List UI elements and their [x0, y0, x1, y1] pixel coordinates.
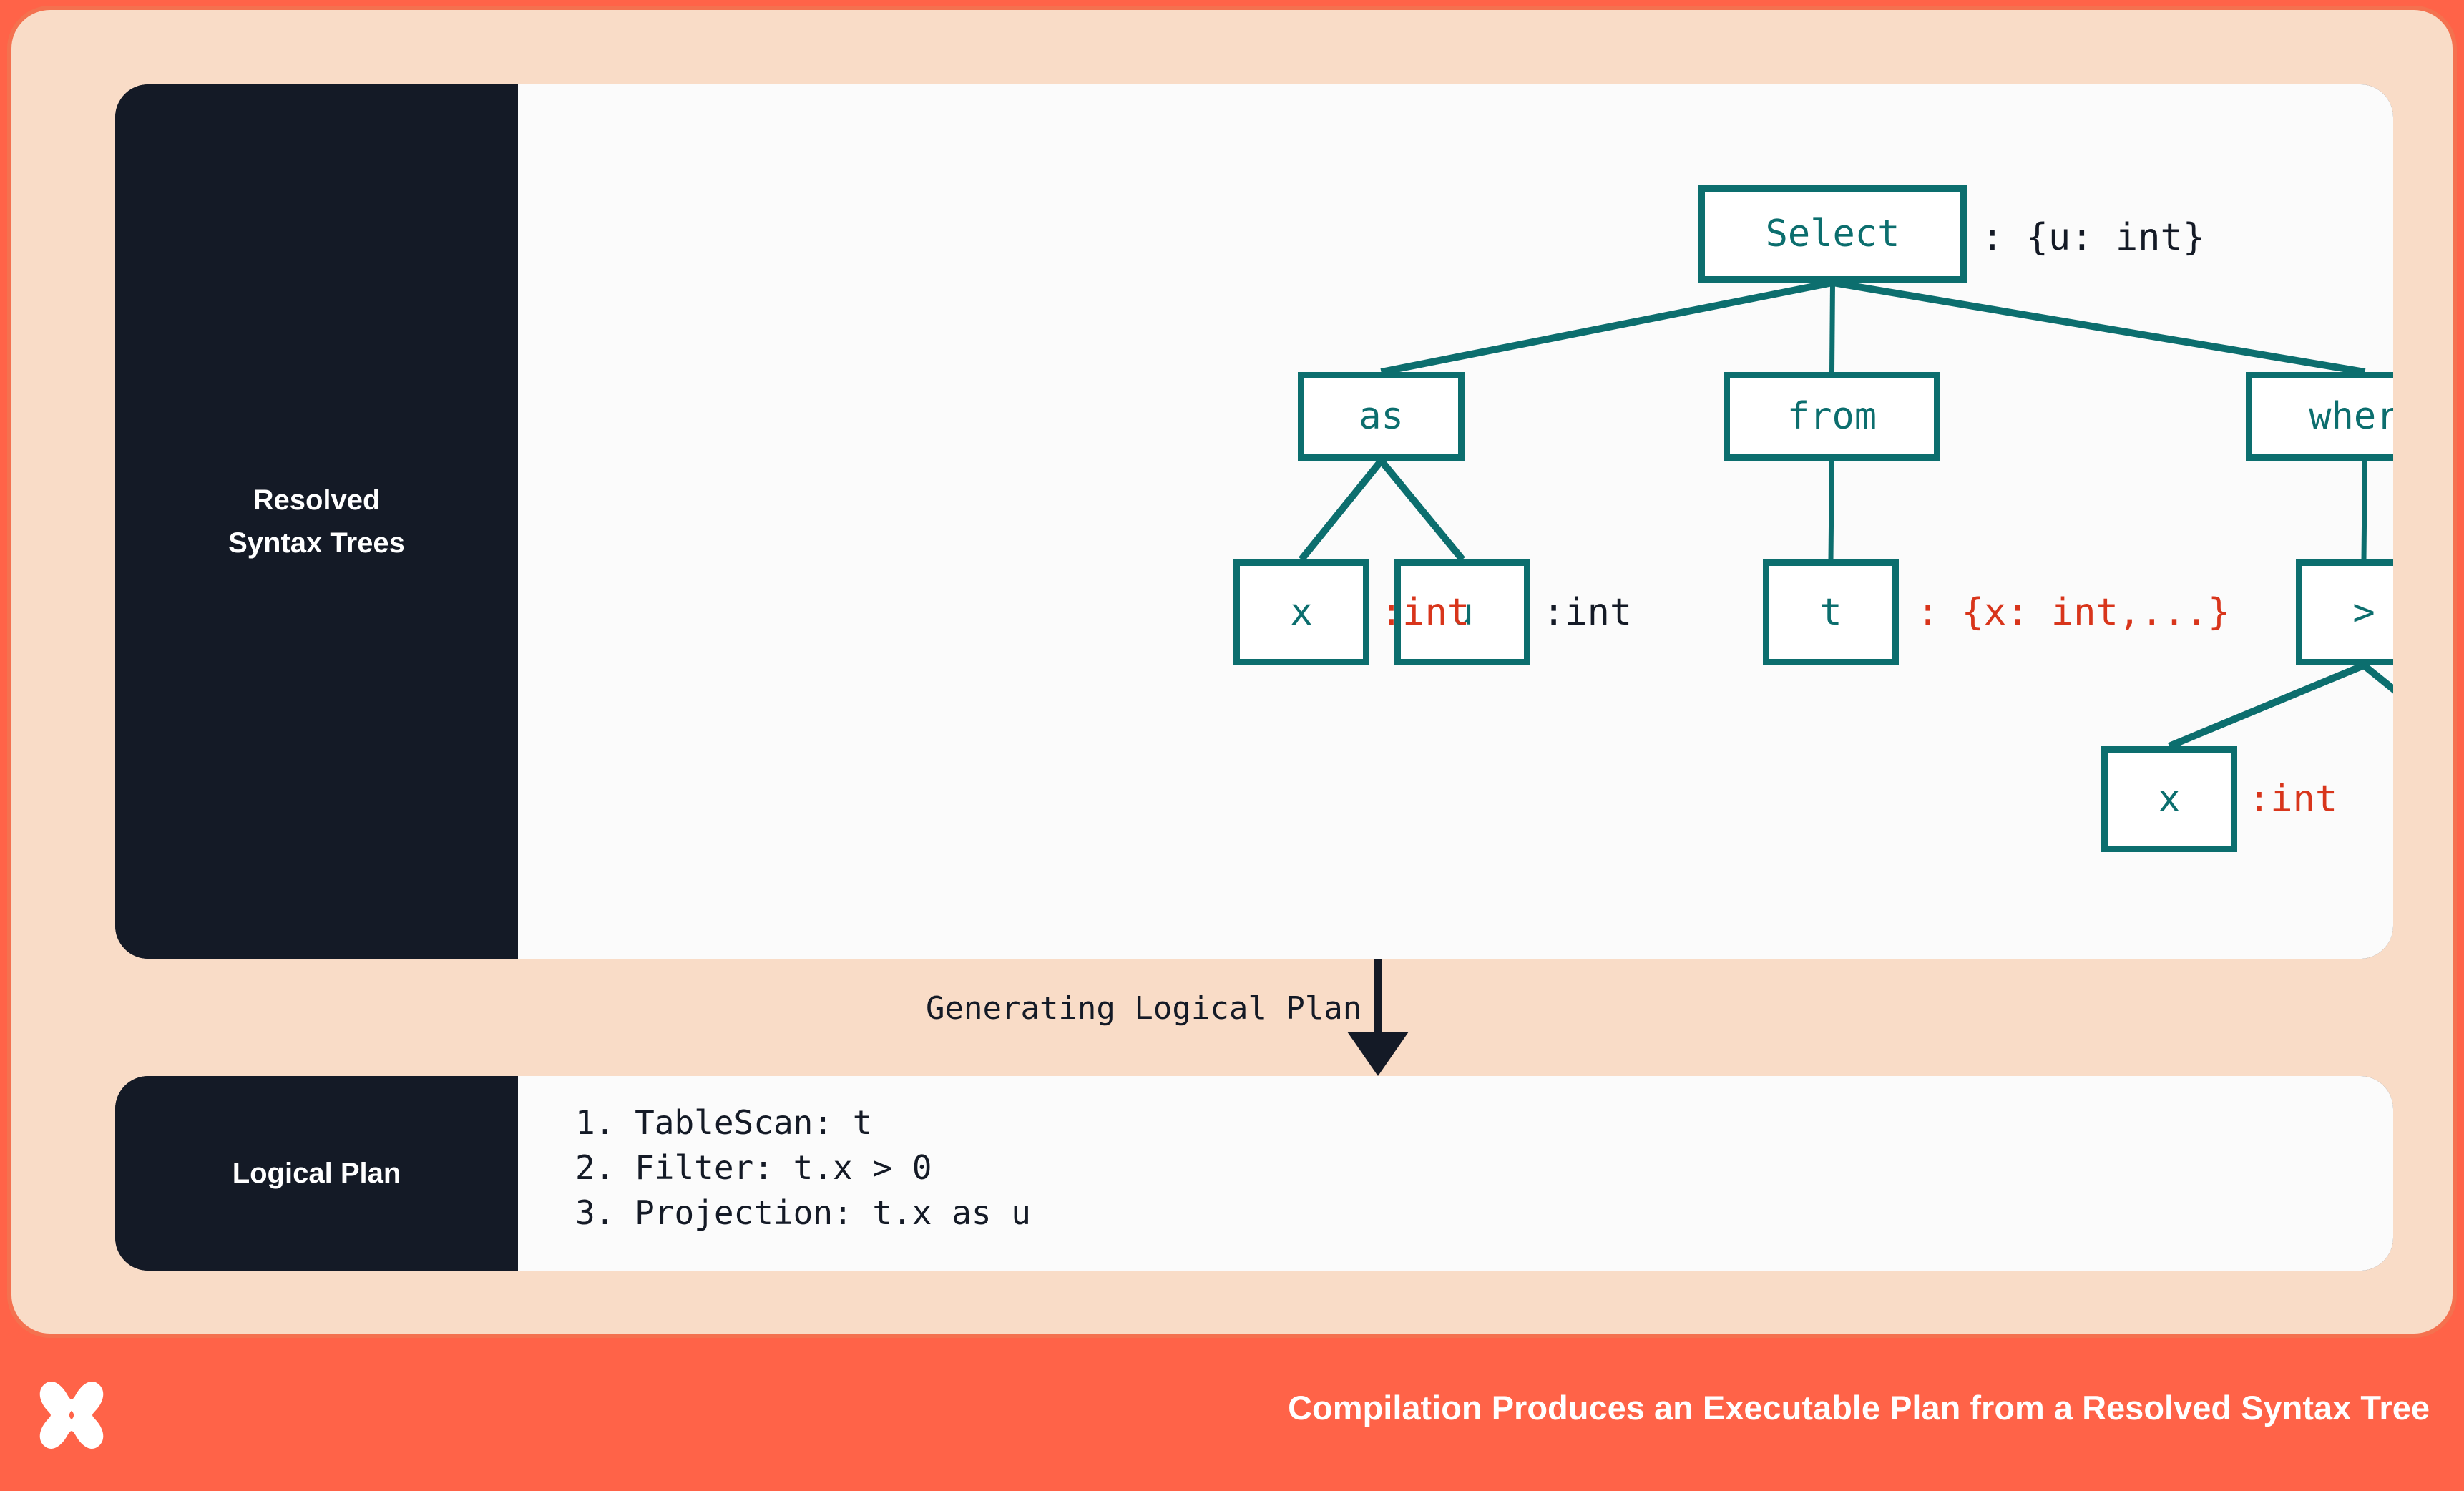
- logical-plan-step: 1. TableScan: t: [575, 1103, 873, 1142]
- content-card: Resolved Syntax Trees Select as from where x…: [7, 6, 2457, 1338]
- panel-label-line-1: Resolved: [253, 484, 381, 516]
- tree-edge-gt-to-gt-x: [2168, 662, 2365, 750]
- tree-edge-select-to-from: [1829, 282, 1835, 373]
- logical-plan-panel: Logical Plan 1. TableScan: t 2. Filter: t…: [115, 1076, 2393, 1271]
- tree-edge-select-to-as: [1380, 279, 1834, 376]
- tree-node-select: Select: [1698, 185, 1967, 283]
- tree-node-where: where: [2246, 372, 2393, 461]
- tree-edge-as-to-as-x: [1299, 458, 1384, 562]
- panel-label-line-2: Syntax Trees: [228, 527, 405, 559]
- type-annotation-ann-gt-x: :int: [2248, 778, 2338, 821]
- tree-node-gt: >: [2296, 559, 2393, 665]
- tree-edge-select-to-where: [1832, 279, 2366, 376]
- type-annotation-ann-from-t: : {x: int,...}: [1917, 591, 2231, 634]
- transition-section: Generating Logical Plan: [115, 959, 2393, 1076]
- transition-caption: Generating Logical Plan: [926, 990, 1362, 1027]
- tree-edges: [1299, 279, 2393, 750]
- logical-plan-body: 1. TableScan: t 2. Filter: t.x > 0 3. Proj…: [518, 1076, 2393, 1271]
- footer-caption: Compilation Produces an Executable Plan …: [1288, 1389, 2430, 1427]
- logical-plan-step-list: 1. TableScan: t 2. Filter: t.x > 0 3. Proj…: [575, 1100, 1031, 1236]
- butterfly-x-logo-icon: [39, 1382, 104, 1449]
- tree-node-as-x: x: [1233, 559, 1369, 665]
- resolved-syntax-trees-panel: Resolved Syntax Trees Select as from where x…: [115, 84, 2393, 959]
- syntax-tree-diagram: Selectasfromwherexut>x0: {u: int}:int:in…: [518, 84, 2393, 959]
- tree-edge-where-to-gt: [2361, 460, 2367, 560]
- logical-plan-step: 3. Projection: t.x as u: [575, 1193, 1031, 1233]
- footer-bar: Compilation Produces an Executable Plan …: [0, 1338, 2464, 1491]
- tree-node-gt-x: x: [2101, 746, 2237, 852]
- tree-edge-as-to-as-u: [1378, 458, 1465, 562]
- tree-edge-from-to-from-t: [1828, 460, 1834, 560]
- type-annotation-ann-as-x: :int: [1380, 591, 1470, 634]
- logical-plan-label: Logical Plan: [115, 1076, 518, 1271]
- generating-logical-plan-arrow-icon: [1347, 959, 1409, 1076]
- resolved-syntax-trees-body: Selectasfromwherexut>x0: {u: int}:int:in…: [518, 84, 2393, 959]
- logical-plan-step: 2. Filter: t.x > 0: [575, 1148, 932, 1188]
- tree-node-as-u: u: [1394, 559, 1530, 665]
- type-annotation-ann-select: : {u: int}: [1981, 216, 2206, 259]
- type-annotation-ann-as-u: :int: [1543, 591, 1633, 634]
- tree-node-from: from: [1724, 372, 1940, 461]
- tree-node-as: as: [1298, 372, 1465, 461]
- tree-node-from-t: t: [1763, 559, 1899, 665]
- tree-edge-gt-to-gt-0: [2361, 663, 2393, 694]
- resolved-syntax-trees-label: Resolved Syntax Trees: [115, 84, 518, 959]
